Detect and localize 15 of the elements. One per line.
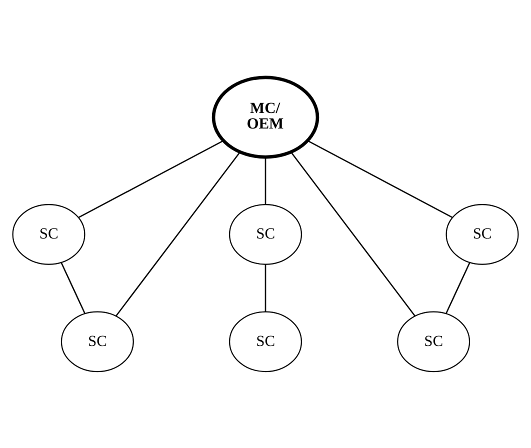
node-ellipse: SC [446, 204, 519, 264]
connector [264, 264, 266, 312]
node-ellipse: SC [12, 204, 86, 264]
connector [60, 262, 86, 314]
connector [308, 140, 453, 218]
connector [445, 262, 470, 314]
node-ellipse: SC [397, 310, 470, 372]
node-ellipse: SC [60, 310, 134, 372]
node-ellipse: SC [229, 310, 302, 372]
node-ellipse: SC [229, 204, 302, 264]
node-ellipse: MC/ OEM [212, 75, 320, 158]
connector [116, 151, 240, 316]
connector [290, 151, 416, 316]
connector [264, 156, 266, 204]
connector [78, 140, 224, 218]
